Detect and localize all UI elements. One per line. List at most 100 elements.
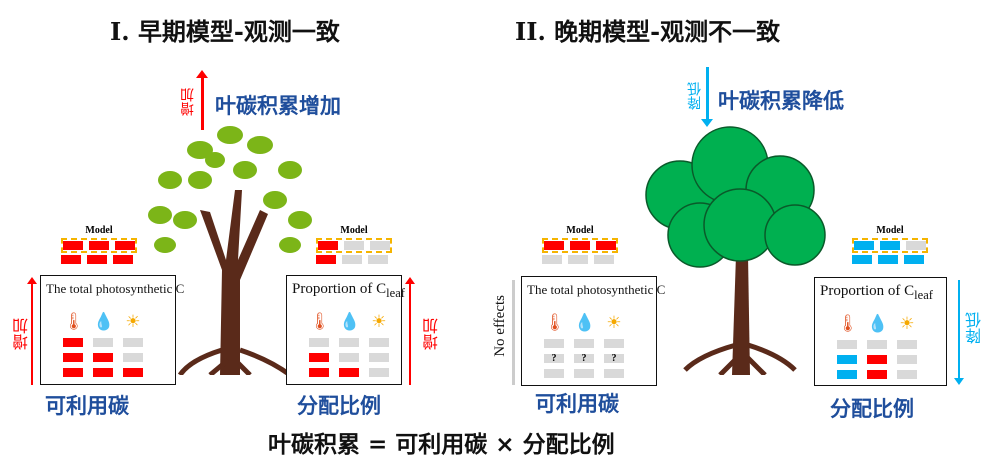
model-indicator: Model <box>312 225 396 266</box>
thermometer-icon: 🌡 <box>63 312 85 332</box>
effect-cell <box>574 369 594 378</box>
panel-1-title: I. 早期模型-观测一致 <box>110 17 340 46</box>
effect-cell <box>309 338 329 347</box>
model-cell <box>594 255 614 264</box>
equation: 叶碳积累 = 可利用碳 × 分配比例 <box>268 432 615 458</box>
effect-grid <box>837 340 917 379</box>
model-cell <box>89 241 109 250</box>
increase-label: 增加 <box>180 88 196 116</box>
model-cell <box>852 255 872 264</box>
box-label-text: The total photosynthetic C <box>527 282 666 297</box>
caption: 分配比例 <box>297 394 381 418</box>
model-cell <box>63 241 83 250</box>
box-label: The total photosynthetic C <box>46 281 184 297</box>
effect-cell <box>93 368 113 377</box>
effect-cell <box>574 339 594 348</box>
model-cell <box>61 255 81 264</box>
model-row <box>316 255 392 264</box>
box-label-subscript: leaf <box>386 286 405 300</box>
effect-cell <box>93 338 113 347</box>
model-label: Model <box>85 225 113 236</box>
model-row <box>542 238 618 253</box>
effect-cell <box>604 339 624 348</box>
effect-cell <box>837 355 857 364</box>
model-row <box>852 238 928 253</box>
box-label: The total photosynthetic C <box>527 282 665 298</box>
panel-2-title: II. 晚期模型-观测不一致 <box>515 17 781 46</box>
box-label-text: The total photosynthetic C <box>46 281 185 296</box>
model-row <box>61 238 137 253</box>
side-label: 降低 <box>965 312 984 344</box>
effect-cell <box>123 368 143 377</box>
model-indicator: Model <box>538 225 622 266</box>
model-label: Model <box>566 225 594 236</box>
model-cell <box>113 255 133 264</box>
increase-arrow <box>201 75 204 130</box>
model-cell <box>542 255 562 264</box>
model-cell <box>544 241 564 250</box>
effect-cell <box>63 368 83 377</box>
dense-green-tree-illustration <box>645 126 826 375</box>
model-cell <box>368 255 388 264</box>
effect-cell <box>604 369 624 378</box>
side-label: 增加 <box>12 318 31 350</box>
effect-grid: ??? <box>544 339 624 378</box>
effect-cell <box>309 353 329 362</box>
effect-cell <box>93 353 113 362</box>
effect-cell <box>897 340 917 349</box>
sun-icon: ☀ <box>125 312 141 332</box>
effect-cell <box>369 353 389 362</box>
model-row <box>61 255 137 264</box>
water-drop-icon: 💧 <box>339 312 361 332</box>
model-label: Model <box>340 225 368 236</box>
right-increase-arrow <box>409 282 411 385</box>
effect-cell <box>63 338 83 347</box>
green-leafy-tree-illustration <box>148 126 312 375</box>
arrow-head-up-icon <box>196 70 208 78</box>
thermometer-icon: 🌡 <box>837 314 859 334</box>
sun-icon: ☀ <box>899 314 915 334</box>
model-indicator: Model <box>57 225 141 266</box>
effect-cell: ? <box>604 354 624 364</box>
left-increase-arrow <box>31 282 33 385</box>
effect-cell <box>897 370 917 379</box>
effect-cell <box>63 353 83 362</box>
box-label: Proportion of Cleaf <box>292 281 405 301</box>
photosynthetic-carbon-box: The total photosynthetic C 🌡💧☀ <box>40 275 184 385</box>
model-cell <box>880 241 900 250</box>
model-cell <box>906 241 926 250</box>
effect-cell <box>123 353 143 362</box>
effect-grid <box>309 338 389 377</box>
effect-cell: ? <box>574 354 594 364</box>
model-cell <box>344 241 364 250</box>
effect-cell: ? <box>544 354 564 364</box>
caption: 可利用碳 <box>535 392 619 416</box>
model-indicator: Model <box>848 225 932 266</box>
arrow-head-up-icon <box>405 277 415 284</box>
model-cell <box>342 255 362 264</box>
effect-cell <box>369 368 389 377</box>
side-label: No effects <box>492 295 508 357</box>
effect-cell <box>339 353 359 362</box>
sun-icon: ☀ <box>606 313 622 333</box>
driver-icons: 🌡 💧 ☀ <box>837 314 917 334</box>
model-cell <box>316 255 336 264</box>
water-drop-icon: 💧 <box>867 314 889 334</box>
water-drop-icon: 💧 <box>574 313 596 333</box>
model-row <box>316 238 392 253</box>
driver-icons: 🌡💧☀ <box>309 312 389 332</box>
leaf-carbon-increase-text: 叶碳积累增加 <box>215 94 341 118</box>
effect-cell <box>897 355 917 364</box>
box-label: Proportion of Cleaf <box>820 283 933 303</box>
box-label-text: Proportion of C <box>292 281 387 297</box>
arrow-head-up-icon <box>27 277 37 284</box>
model-cell <box>878 255 898 264</box>
effect-cell <box>867 355 887 364</box>
effect-cell <box>369 338 389 347</box>
no-effect-line <box>512 280 515 385</box>
effect-cell <box>867 370 887 379</box>
right-decrease-arrow <box>958 280 960 378</box>
effect-grid <box>63 338 143 377</box>
driver-icons: 🌡💧☀ <box>63 312 143 332</box>
effect-cell <box>837 370 857 379</box>
